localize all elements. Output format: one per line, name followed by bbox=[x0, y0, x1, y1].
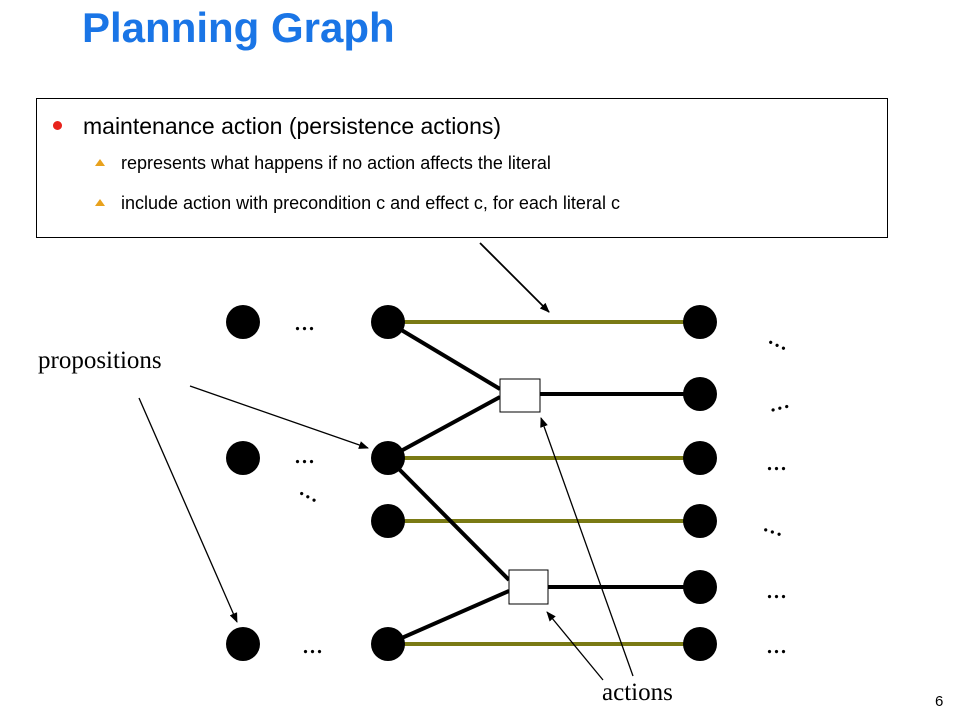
precondition-edge bbox=[387, 395, 501, 460]
triangle-bullet-icon bbox=[95, 199, 105, 206]
proposition-node bbox=[683, 441, 717, 475]
main-bullet-text: maintenance action (persistence actions) bbox=[83, 113, 502, 139]
ellipsis: ... bbox=[302, 629, 323, 660]
proposition-node bbox=[683, 305, 717, 339]
proposition-node bbox=[371, 504, 405, 538]
propositions-arrow bbox=[138, 397, 238, 623]
action-node bbox=[499, 378, 541, 413]
ellipsis: ... bbox=[295, 472, 328, 509]
sub-bullet-text: include action with precondition c and e… bbox=[121, 193, 620, 213]
propositions-arrow bbox=[189, 385, 369, 449]
slide-title: Planning Graph bbox=[82, 4, 395, 51]
proposition-node bbox=[371, 305, 405, 339]
precondition-edge bbox=[386, 456, 511, 582]
proposition-node bbox=[683, 377, 717, 411]
bullet-dot-icon bbox=[53, 121, 62, 130]
precondition-edge bbox=[386, 320, 502, 391]
triangle-bullet-icon bbox=[95, 159, 105, 166]
ellipsis: ... bbox=[766, 446, 787, 477]
propositions-label: propositions bbox=[38, 347, 162, 374]
ellipsis: ... bbox=[766, 574, 787, 605]
proposition-node bbox=[371, 627, 405, 661]
precondition-edge bbox=[387, 589, 510, 646]
proposition-node bbox=[226, 627, 260, 661]
sub-bullet-text: represents what happens if no action aff… bbox=[121, 153, 551, 173]
ellipsis: ... bbox=[764, 384, 792, 419]
page-number: 6 bbox=[935, 693, 944, 710]
ellipsis: ... bbox=[766, 629, 787, 660]
proposition-node bbox=[226, 441, 260, 475]
proposition-node bbox=[683, 504, 717, 538]
proposition-node bbox=[371, 441, 405, 475]
ellipsis: ... bbox=[764, 320, 796, 357]
ellipsis: ... bbox=[760, 507, 790, 543]
actions-arrow bbox=[540, 417, 634, 677]
proposition-node bbox=[683, 627, 717, 661]
actions-arrow bbox=[546, 611, 604, 681]
actions-label: actions bbox=[602, 679, 673, 706]
proposition-node bbox=[226, 305, 260, 339]
callout-arrow bbox=[479, 242, 550, 313]
callout-box: maintenance action (persistence actions)… bbox=[36, 98, 888, 238]
ellipsis: ... bbox=[294, 439, 315, 470]
action-node bbox=[508, 569, 549, 605]
proposition-node bbox=[683, 570, 717, 604]
ellipsis: ... bbox=[294, 306, 315, 337]
